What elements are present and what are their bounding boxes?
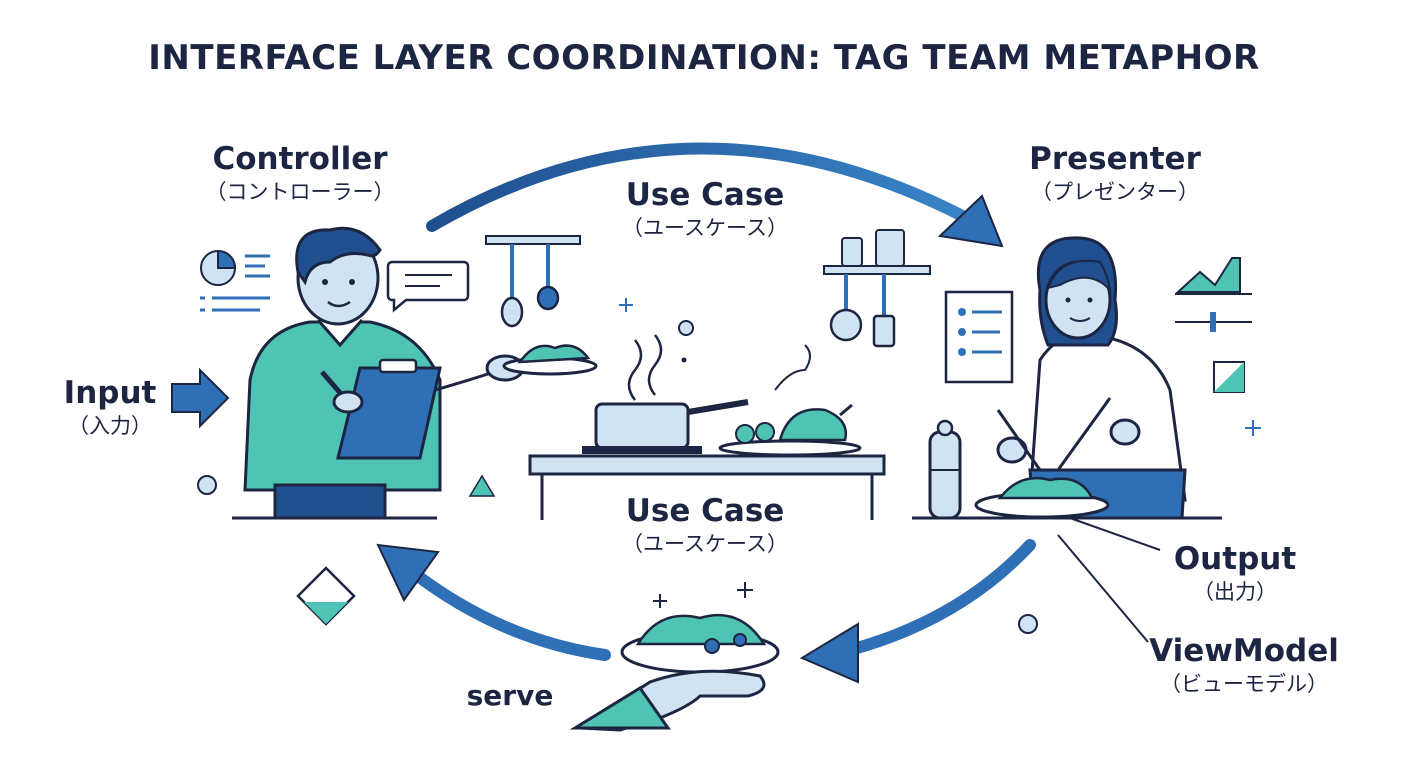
bubble-icon [197,475,217,495]
controller-label-en: Controller [212,141,388,177]
cooking-pot [582,399,749,454]
usecase-bottom-label-en: Use Case [625,493,785,529]
viewmodel-label-ja: （ビューモデル） [1160,671,1328,696]
viewmodel-label: ViewModel （ビューモデル） [1124,632,1364,697]
speech-bubble-icon [386,260,470,313]
input-arrow [171,367,230,429]
presenter-label: Presenter （プレゼンター） [990,140,1240,205]
return-arrow-left [376,543,611,661]
viewmodel-label-en: ViewModel [1149,633,1339,669]
controller-label: Controller （コントローラー） [170,140,430,205]
diamond-icon [296,566,356,626]
clipboard [320,358,442,460]
utensil-rack-right [823,229,931,348]
sparkle-icon [619,298,694,363]
bubble-icon-right [1018,614,1038,634]
output-label-ja: （出力） [1193,579,1277,604]
output-label: Output （出力） [1160,540,1310,605]
viewmodel-pointer [1057,534,1149,643]
utensil-rack-left [485,235,581,328]
serving-hand [569,669,766,732]
roast-dish [718,403,862,457]
usecase-bottom-label-ja: （ユースケース） [622,531,788,556]
usecase-top-label-ja: （ユースケース） [622,215,788,240]
presenter-label-ja: （プレゼンター） [1031,179,1199,204]
input-label-en: Input [63,375,157,411]
kitchen-table [528,454,886,520]
serve-label-en: serve [466,679,554,712]
line-chart-icon [1175,257,1252,332]
steam [627,334,811,401]
output-label-en: Output [1173,541,1297,577]
presenter-person [996,236,1187,520]
controller-label-ja: （コントローラー） [205,179,395,204]
return-arrow-right [799,539,1036,684]
usecase-top-label-en: Use Case [625,177,785,213]
serve-dish [620,582,780,674]
usecase-bottom-label: Use Case （ユースケース） [580,492,830,557]
presenter-label-en: Presenter [1029,141,1201,177]
pepper-mill [928,419,962,520]
input-label: Input （入力） [50,374,170,439]
usecase-top-label: Use Case （ユースケース） [580,176,830,241]
presenter-dish [974,476,1110,519]
top-flow-arrow [426,142,1004,248]
controller-dish [502,344,598,376]
serve-label: serve [440,678,580,713]
page-title: INTERFACE LAYER COORDINATION: TAG TEAM M… [148,38,1260,78]
triangle-icon [468,474,496,497]
input-label-ja: （入力） [68,413,152,438]
output-pointer [1069,517,1161,551]
sparkle-icon-right [1245,420,1261,436]
pie-chart-icon [200,249,270,312]
checklist-icon [944,290,1014,384]
square-diagonal-icon [1213,361,1245,393]
